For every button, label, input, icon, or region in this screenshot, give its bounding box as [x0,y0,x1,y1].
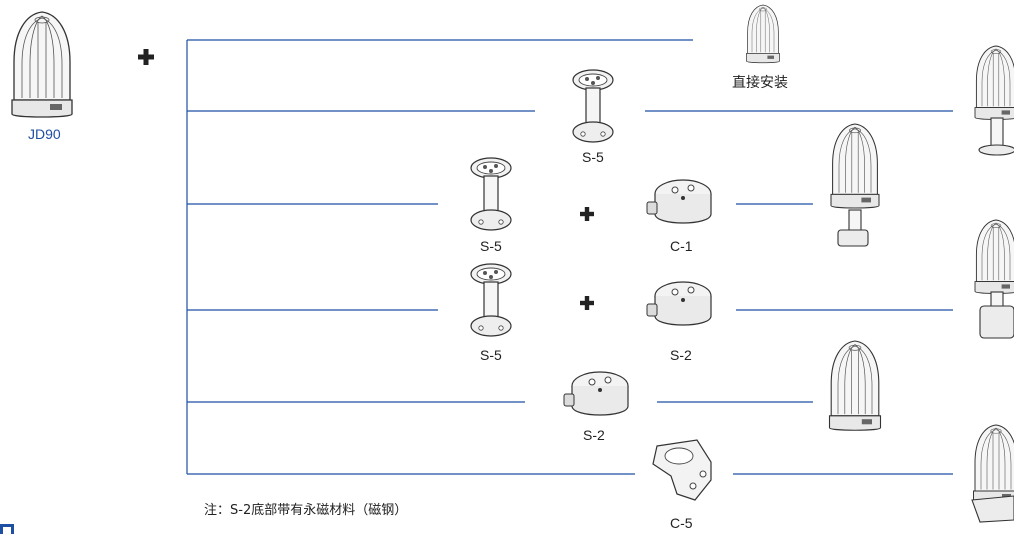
plus-icon [580,207,594,221]
right-beacon-pole [974,45,1014,156]
s5-mid-pole-icon [470,157,512,231]
plus-icon [580,296,594,310]
direct-mount-beacon-icon [746,4,780,64]
connection-lines [186,39,953,475]
direct-mount-label: 直接安装 [732,74,788,90]
plus-icons [138,49,594,310]
c1-label: C-1 [670,238,693,254]
right-beacon-bracket [971,424,1014,523]
jd90-beacon-icon [11,11,73,118]
s5-top-label: S-5 [582,149,604,165]
c5-label: C-5 [670,515,693,531]
s2-label-a: S-2 [670,347,692,363]
corner-marker [0,524,14,534]
s2-base-icon-2 [563,371,629,416]
c1-base-icon [646,179,712,224]
s5-top-pole-icon [572,69,614,143]
assembled-beacon-c1 [830,123,880,247]
s5-low-label: S-5 [480,347,502,363]
assembled-beacon-s2 [828,340,882,431]
right-beacon-s1 [974,219,1014,339]
s2-label-b: S-2 [583,427,605,443]
c5-bracket-icon [652,439,712,501]
s2-base-icon [646,281,712,326]
footnote: 注：S-2底部带有永磁材料（磁钢） [204,503,408,518]
plus-icon [138,49,154,65]
s5-low-pole-icon [470,263,512,337]
s5-mid-label: S-5 [480,238,502,254]
jd90-label: JD90 [28,126,61,142]
